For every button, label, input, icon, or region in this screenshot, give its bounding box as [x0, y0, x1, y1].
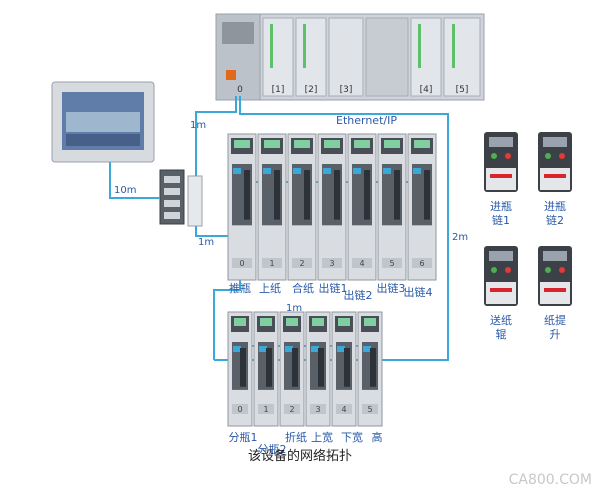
servo-drive-row-2: 0 1 2 3 4 5 [227, 311, 383, 427]
servo-label: 合纸 [292, 281, 314, 295]
vfd-label-line2: 升 [550, 328, 561, 341]
servo-labels-row-1: 推瓶上纸合纸出链1出链2 出链3出链4 [229, 281, 433, 302]
vfd-label-line1: 进瓶 [544, 199, 566, 213]
servo-slot-number: 4 [341, 405, 346, 414]
plc-status-led [226, 70, 236, 80]
network-label: Ethernet/IP [336, 114, 397, 127]
servo-label: 折纸 [285, 430, 307, 444]
servo-drive: 3 [317, 133, 347, 281]
servo-slot-number: 4 [359, 259, 364, 268]
plc-rack: 0 [1] [2] [3] [4] [5] [215, 13, 485, 101]
servo-slot-number: 2 [299, 259, 304, 268]
plc-slot-label: [3] [340, 85, 353, 95]
servo-drive: 2 [279, 311, 305, 427]
servo-slot-number: 0 [237, 405, 242, 414]
servo-label: 出链4 [404, 285, 433, 299]
hmi-panel [51, 81, 155, 163]
cable-length-row1-row2: 1m [286, 303, 302, 314]
servo-label: 上纸 [259, 282, 281, 295]
servo-slot-number: 2 [289, 405, 294, 414]
watermark: CA800.COM [509, 472, 592, 488]
cable-length-loop-return: 2m [452, 232, 468, 243]
servo-slot-number: 0 [239, 259, 244, 268]
servo-drive: 0 [227, 311, 253, 427]
plc-slot-label: 0 [237, 85, 243, 95]
servo-labels-row-2: 分瓶1分瓶2折纸上宽下宽高 [229, 430, 383, 456]
servo-drive: 5 [357, 311, 383, 427]
servo-drive: 6 [407, 133, 437, 281]
vfd-label-line1: 纸提 [544, 314, 566, 327]
vfd-drive: 送纸辊 [484, 246, 518, 341]
servo-drive: 5 [377, 133, 407, 281]
servo-drive: 0 [227, 133, 257, 281]
plc-slot-label: [1] [272, 85, 285, 95]
servo-drive-row-1: 0 1 2 3 4 5 6 [227, 133, 437, 281]
servo-slot-number: 6 [419, 259, 424, 268]
vfd-label-line2: 链2 [546, 213, 564, 227]
servo-drive: 1 [253, 311, 279, 427]
servo-slot-number: 1 [263, 405, 268, 414]
servo-slot-number: 3 [315, 405, 320, 414]
servo-label: 上宽 [311, 430, 333, 444]
plc-slot-label: [5] [456, 85, 469, 95]
vfd-label-line1: 送纸 [490, 313, 512, 327]
servo-drive: 4 [347, 133, 377, 281]
plc-slot-label: [2] [305, 85, 318, 95]
ethernet-switch [159, 169, 185, 225]
plc-slot-label: [4] [420, 85, 433, 95]
servo-label: 分瓶1 [229, 430, 258, 444]
cable-length-hmi-switch: 10m [114, 185, 136, 196]
power-supply-module [187, 175, 203, 227]
servo-drive: 1 [257, 133, 287, 281]
servo-slot-number: 5 [367, 405, 372, 414]
servo-label: 高 [372, 430, 383, 444]
servo-label: 出链1 [319, 281, 348, 295]
servo-drive: 2 [287, 133, 317, 281]
servo-slot-number: 3 [329, 259, 334, 268]
cable-length-hmi-plc: 1m [190, 120, 206, 131]
servo-label: 分瓶2 [258, 442, 287, 456]
vfd-label-line2: 辊 [496, 327, 507, 341]
vfd-label-line1: 进瓶 [490, 199, 512, 213]
servo-label: 推瓶 [229, 281, 251, 295]
diagram-caption: 该设备的网络拓扑 [248, 448, 352, 464]
servo-label: 下宽 [341, 430, 363, 444]
servo-slot-number: 1 [269, 259, 274, 268]
servo-drive: 3 [305, 311, 331, 427]
servo-drive: 4 [331, 311, 357, 427]
cable-length-switch-drives: 1m [198, 237, 214, 248]
servo-label: 出链3 [377, 281, 406, 295]
servo-slot-number: 5 [389, 259, 394, 268]
vfd-label-line2: 链1 [492, 213, 510, 227]
servo-label: 出链2 [344, 288, 373, 302]
vfd-drive: 纸提升 [538, 246, 572, 341]
